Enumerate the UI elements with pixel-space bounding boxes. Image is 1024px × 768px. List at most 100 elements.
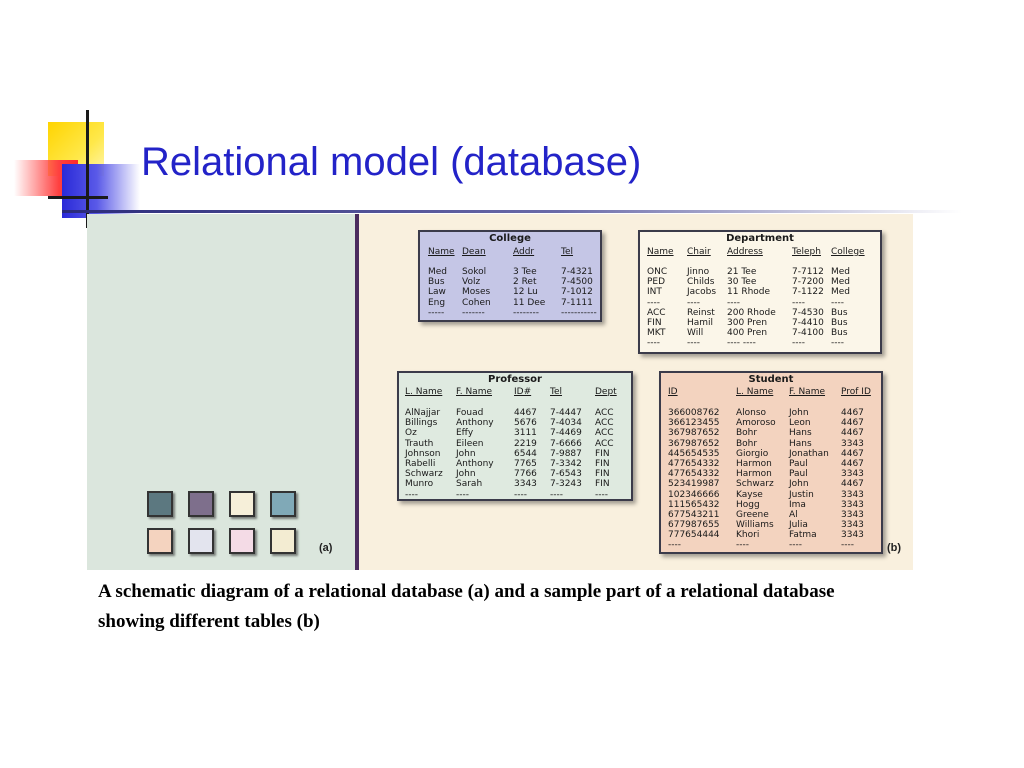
table-cell: Bohr — [736, 428, 758, 439]
table-cell: 3343 — [514, 479, 537, 490]
table-cell: 4467 — [841, 479, 864, 490]
table-cell: ---- — [550, 489, 563, 500]
table-cell: ---- — [792, 297, 805, 308]
table-cell: John — [456, 448, 476, 459]
table-cell: Schwarz — [405, 469, 443, 480]
table-cell: ---- — [647, 338, 660, 349]
table-cell: 4467 — [841, 408, 864, 418]
table-cell: Fatma — [789, 530, 817, 541]
table-cell: 111565432 — [668, 499, 720, 510]
table-cell: ---- — [841, 540, 854, 551]
decorative-blue-square — [62, 164, 140, 218]
column-header: College — [831, 247, 865, 257]
table-cell: Med — [428, 267, 448, 277]
table-cell: 367987652 — [668, 428, 720, 439]
table-cell: Hamil — [687, 317, 714, 328]
table-cell: Greene — [736, 509, 769, 520]
table-cell: PED — [647, 277, 666, 288]
table-cell: Volz — [462, 277, 481, 288]
table-cell: 7-4034 — [550, 418, 582, 429]
table-cell: Bohr — [736, 438, 758, 449]
column-header: Tel — [561, 247, 574, 257]
table-cell: Bus — [831, 307, 848, 318]
table-cell: 7-7200 — [792, 277, 824, 288]
table-cell: 677987655 — [668, 520, 720, 531]
table-cell: 5676 — [514, 418, 537, 429]
table-cell: 400 Pren — [727, 328, 768, 339]
table-cell: 300 Pren — [727, 317, 768, 328]
table-cell: ---- — [687, 338, 700, 349]
table-cell: Effy — [456, 428, 474, 439]
table-cell: Alonso — [736, 408, 767, 418]
table-cell: 200 Rhode — [727, 307, 776, 318]
table-cell: 3343 — [841, 499, 864, 510]
table-cell: Paul — [789, 469, 808, 480]
column-header: Dept — [595, 387, 617, 397]
table-row: -------------------- — [399, 490, 631, 500]
table-cell: 3343 — [841, 469, 864, 480]
table-cell: FIN — [595, 479, 610, 490]
table-cell: Jacobs — [687, 287, 717, 298]
table-swatch — [229, 528, 255, 554]
table-cell: Hans — [789, 438, 812, 449]
table-cell: 102346666 — [668, 489, 720, 500]
table-cell: ---- ---- — [727, 338, 756, 349]
table-cell: ---- — [668, 540, 681, 551]
table-cell: 366008762 — [668, 408, 720, 418]
college-table-title: College — [489, 233, 531, 244]
table-cell: Leon — [789, 418, 811, 429]
table-cell: ---- — [687, 297, 700, 308]
table-cell: ---- — [792, 338, 805, 349]
table-swatch — [188, 528, 214, 554]
column-header: Teleph — [792, 247, 821, 257]
table-cell: 11 Rhode — [727, 287, 771, 298]
table-cell: ONC — [647, 267, 668, 277]
table-cell: 3 Tee — [513, 267, 537, 277]
table-cell: 4467 — [514, 408, 537, 418]
table-cell: ACC — [595, 428, 614, 439]
table-cell: 2219 — [514, 438, 537, 449]
title-underline — [62, 210, 962, 213]
table-cell: 3343 — [841, 489, 864, 500]
table-cell: ---- — [727, 297, 740, 308]
table-row: -------------------- — [640, 298, 880, 308]
table-cell: Johnson — [405, 448, 441, 459]
table-cell: Will — [687, 328, 704, 339]
table-cell: 7-7112 — [792, 267, 824, 277]
column-header: Chair — [687, 247, 711, 257]
table-cell: ---- — [831, 338, 844, 349]
table-cell: Sarah — [456, 479, 483, 490]
table-cell: 7-6543 — [550, 469, 582, 480]
table-cell: John — [456, 469, 476, 480]
table-cell: 523419987 — [668, 479, 720, 490]
table-cell: 3111 — [514, 428, 537, 439]
table-cell: ACC — [595, 438, 614, 449]
table-cell: ---- — [647, 297, 660, 308]
table-cell: INT — [647, 287, 662, 298]
table-cell: Jinno — [687, 267, 710, 277]
table-cell: ---- — [456, 489, 469, 500]
table-cell: Paul — [789, 458, 808, 469]
table-cell: 3343 — [841, 530, 864, 541]
table-cell: Law — [428, 287, 446, 298]
table-cell: Harmon — [736, 458, 772, 469]
table-cell: 677543211 — [668, 509, 720, 520]
table-cell: 3343 — [841, 438, 864, 449]
table-cell: 7-1122 — [792, 287, 824, 298]
